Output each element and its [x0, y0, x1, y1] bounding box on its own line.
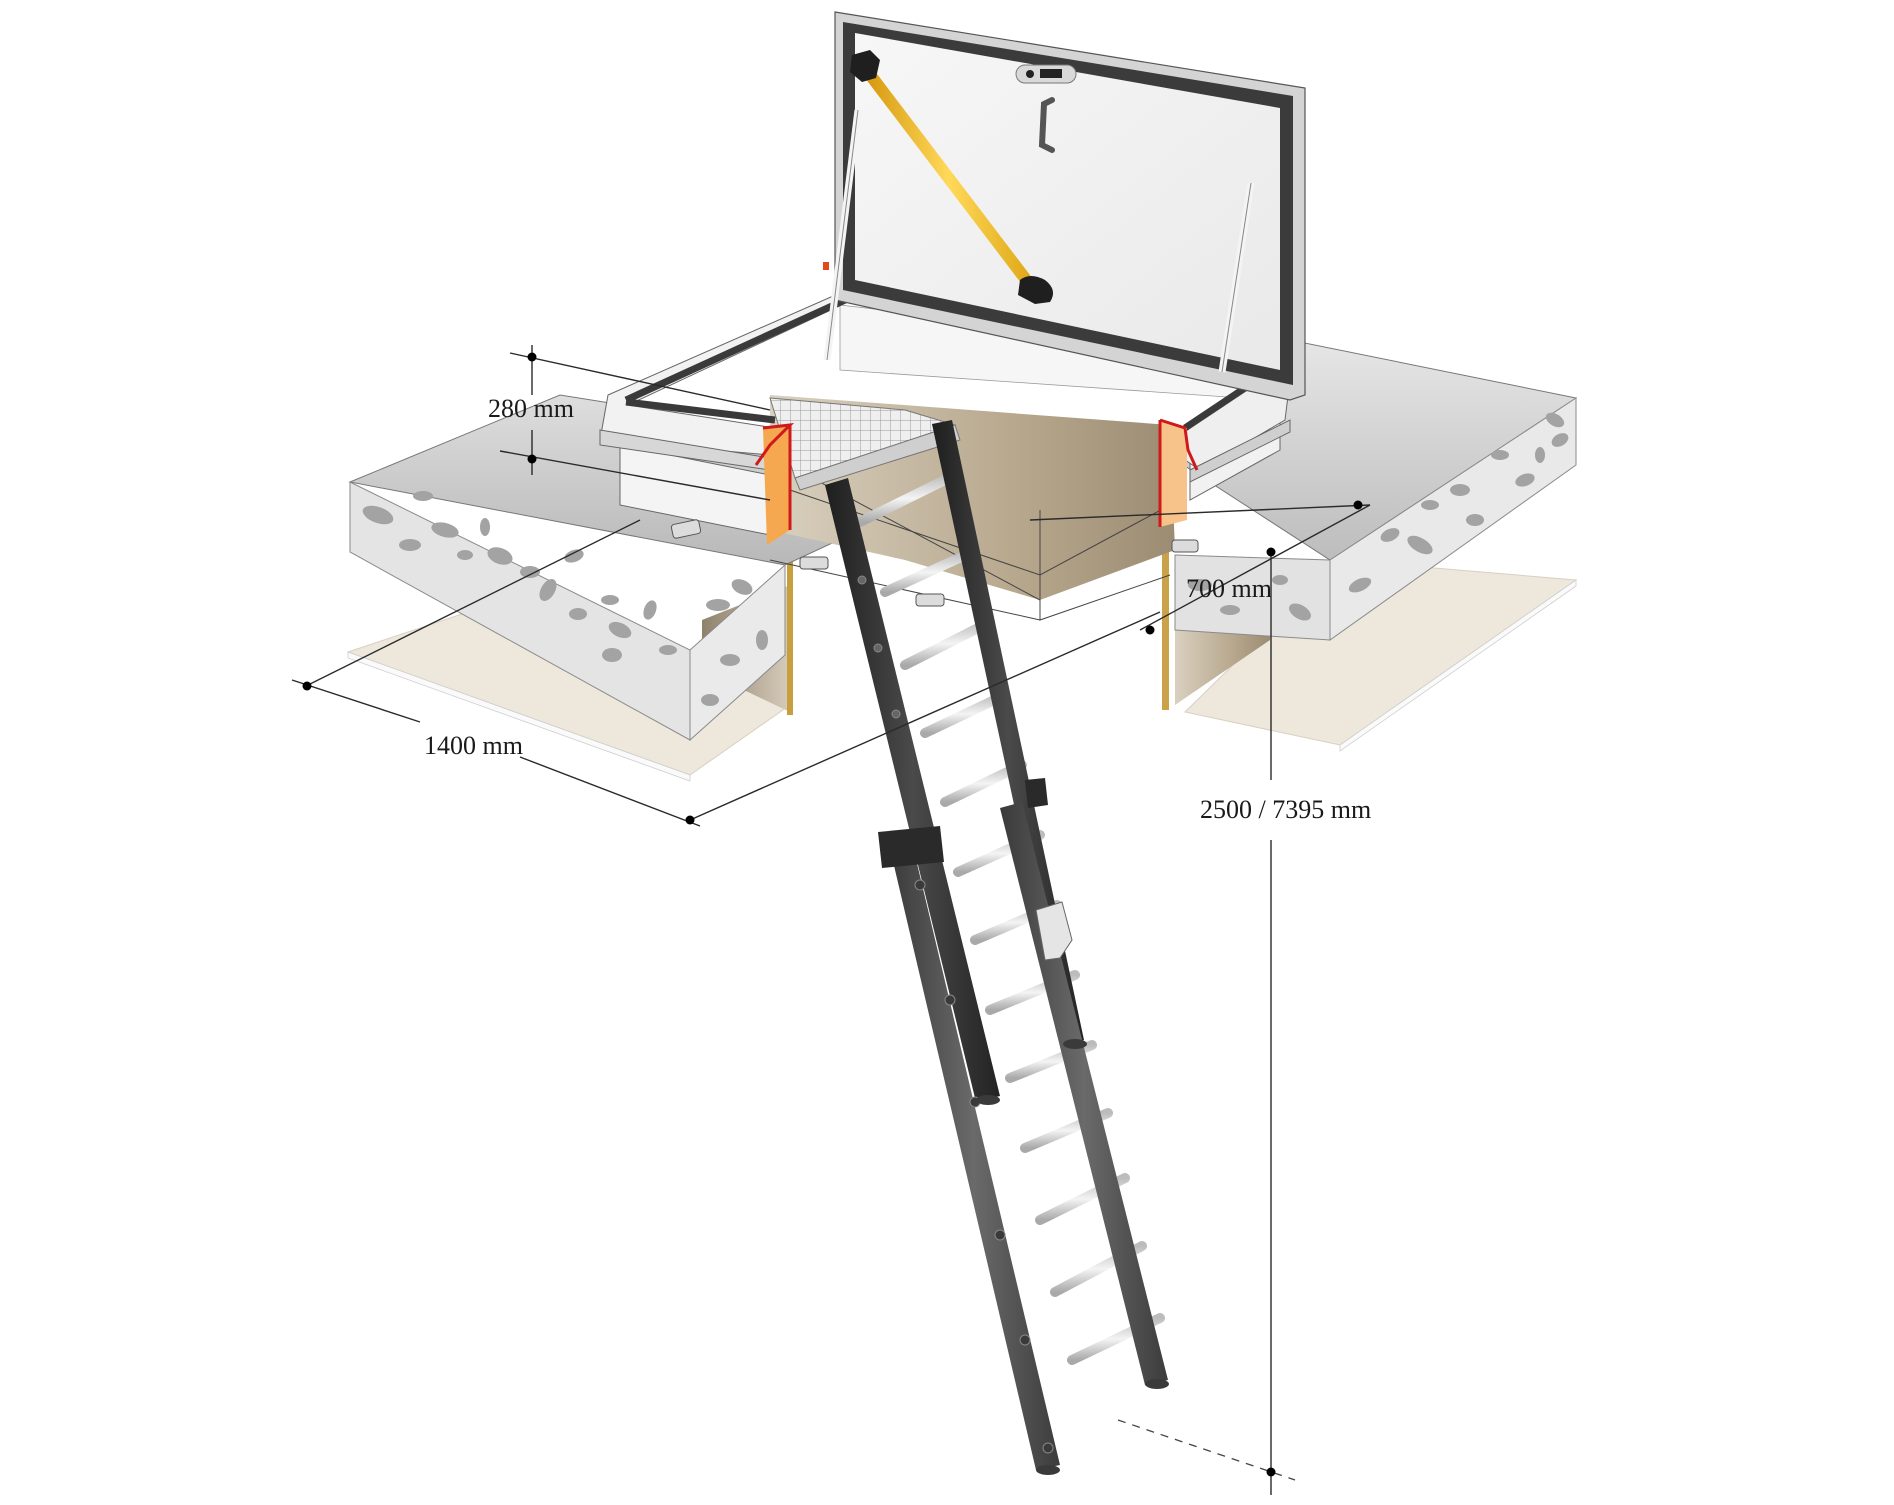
lid-stay-left — [823, 109, 862, 361]
dimension-opening-length: 1400 mm — [291, 519, 1161, 827]
lid-stay-right — [1218, 182, 1255, 373]
hatch-lid — [834, 11, 1306, 401]
concrete-aggregate — [1188, 412, 1569, 621]
insulation-section-left — [754, 423, 795, 545]
gas-strut — [850, 50, 1054, 304]
mounting-clip — [670, 519, 1199, 607]
grating-platform — [769, 397, 961, 491]
concrete-aggregate — [362, 491, 768, 706]
dimension-label-280: 280 mm — [488, 394, 574, 423]
access-ladder[interactable] — [825, 420, 1169, 1475]
lid-handle-icon — [1038, 97, 1055, 153]
insulation-section-right — [1158, 418, 1199, 527]
dimension-opening-width: 700 mm — [1029, 500, 1371, 635]
dimension-label-1400: 1400 mm — [424, 731, 523, 760]
dimension-frame-height: 280 mm — [488, 345, 771, 501]
ladder-clamp — [878, 778, 1073, 961]
dimension-floor-height: 2500 / 7395 mm — [1117, 547, 1371, 1495]
dimension-label-700: 700 mm — [1186, 574, 1272, 603]
lock-icon — [1015, 64, 1077, 84]
ladder-upper-section — [825, 420, 1084, 1102]
ladder-foot — [976, 1039, 1169, 1475]
dimension-label-floor-height: 2500 / 7395 mm — [1200, 795, 1371, 824]
ladder-lower-section — [888, 802, 1168, 1470]
